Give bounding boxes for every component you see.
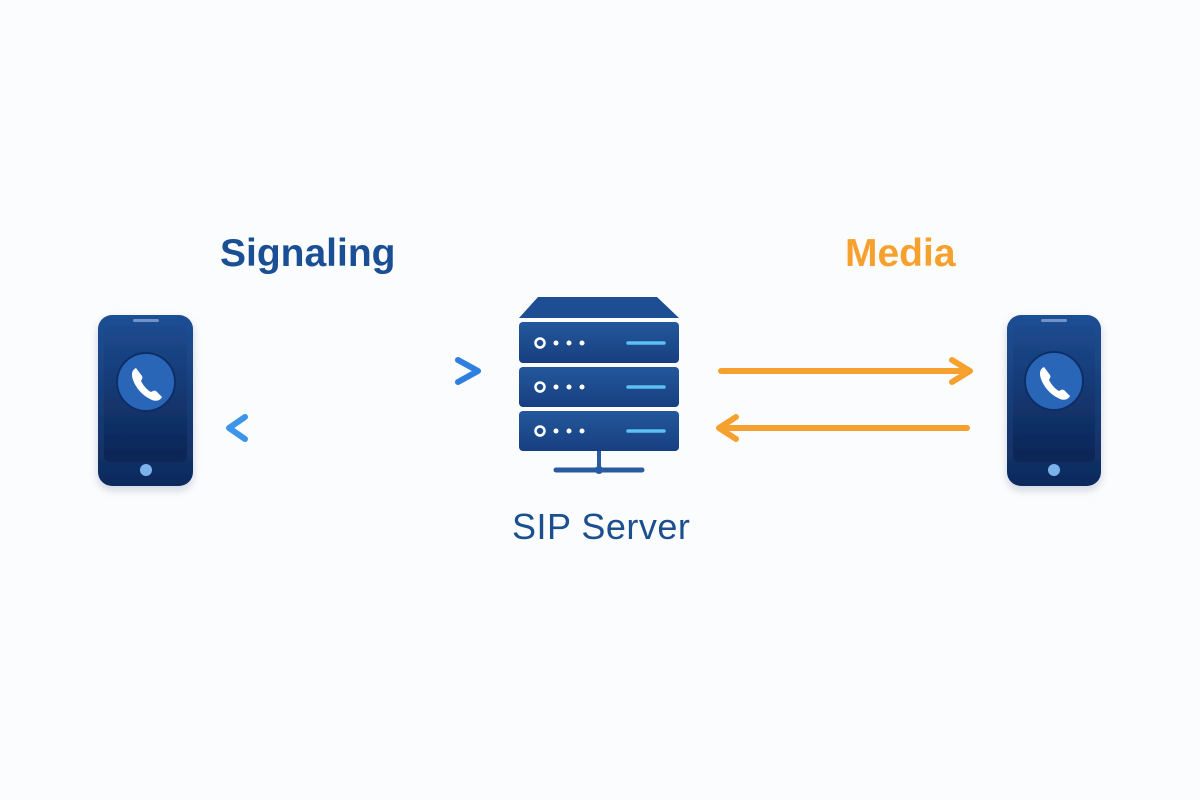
right-phone-icon [1007, 315, 1101, 486]
signaling-arrow-right [229, 357, 481, 385]
media-arrow-left [716, 414, 970, 442]
sip-server-icon [519, 297, 679, 474]
media-arrow-right [718, 357, 973, 385]
signaling-arrow-left [226, 414, 480, 442]
media-label: Media [845, 232, 956, 275]
sip-server-label: SIP Server [512, 506, 691, 547]
left-phone-icon [98, 315, 193, 486]
signaling-label: Signaling [220, 232, 396, 275]
